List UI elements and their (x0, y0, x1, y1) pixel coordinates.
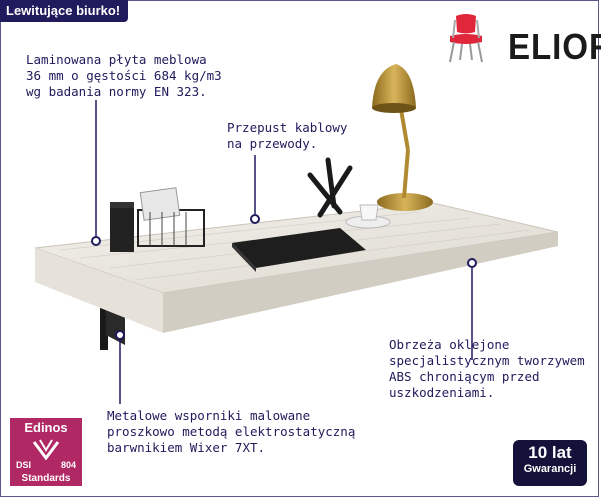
callout-cable-pass: Przepust kablowy na przewody. (227, 120, 348, 151)
callout-dot-edges (467, 258, 477, 268)
edinos-badge: Edinos DSI 804 Standards (10, 418, 82, 486)
edinos-name: Edinos (24, 420, 68, 435)
warranty-label: Gwarancji (523, 463, 577, 475)
warranty-years: 10 lat (528, 443, 572, 462)
callout-dot-laminate (91, 236, 101, 246)
title-tag: Lewitujące biurko! (0, 0, 129, 22)
checkmark-icon (32, 439, 60, 460)
callout-dot-brackets (115, 330, 125, 340)
edinos-number: 804 (60, 460, 76, 470)
callout-brackets: Metalowe wsporniki malowane proszkowo me… (107, 408, 356, 455)
callout-laminate: Laminowana płyta meblowa 36 mm o gęstośc… (26, 52, 222, 99)
warranty-badge: 10 lat Gwarancji (513, 440, 587, 486)
callout-edges: Obrzeża oklejone specjalistycznym tworzy… (389, 337, 585, 400)
edinos-standards: Standards (21, 473, 71, 484)
chair-logo-icon (449, 14, 483, 63)
edinos-dsi: DSI (16, 460, 32, 470)
callout-dot-cable (250, 214, 260, 224)
brand-logo-text: ELIOR (508, 26, 601, 67)
